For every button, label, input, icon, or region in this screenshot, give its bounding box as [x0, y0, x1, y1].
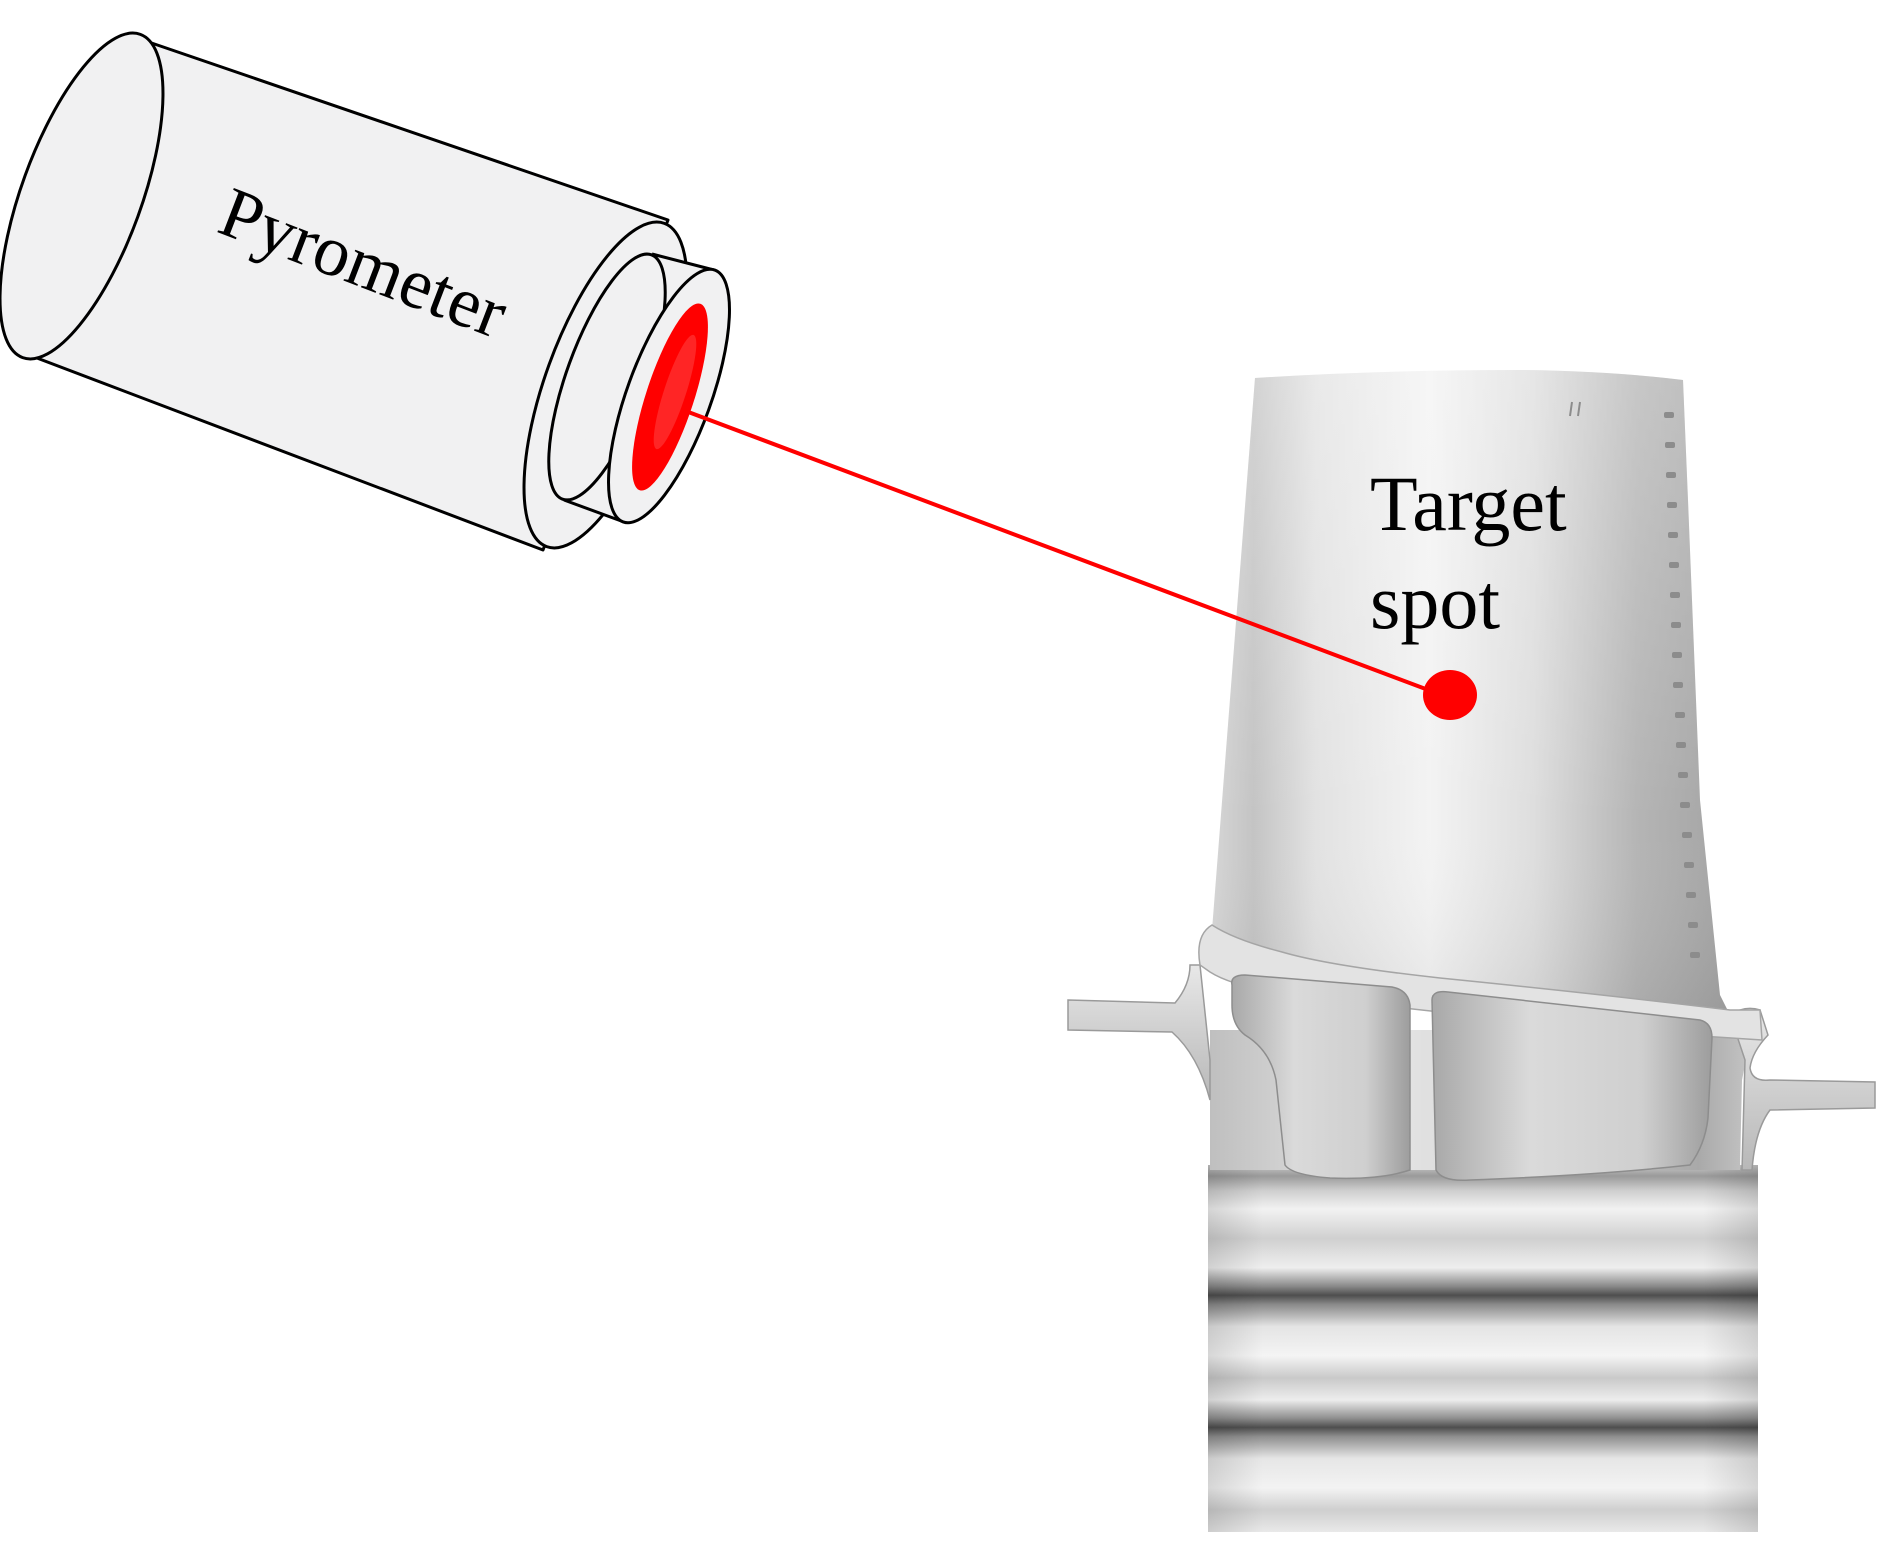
pyrometer-back-cap [0, 31, 165, 361]
platform-left-wing [1067, 964, 1211, 1101]
laser-beam [681, 408, 1449, 699]
platform-right-wing [1729, 1007, 1876, 1171]
target-spot-label-line2: spot [1370, 558, 1500, 645]
platform-pocket-left [1231, 974, 1411, 1180]
pyrometer [0, 31, 731, 552]
cooling-slots [1664, 412, 1700, 958]
platform-pocket-right [1431, 990, 1713, 1182]
blade-root-shade [1208, 1165, 1758, 1532]
target-spot [1423, 670, 1477, 720]
target-spot-label-line1: Target [1370, 460, 1567, 547]
